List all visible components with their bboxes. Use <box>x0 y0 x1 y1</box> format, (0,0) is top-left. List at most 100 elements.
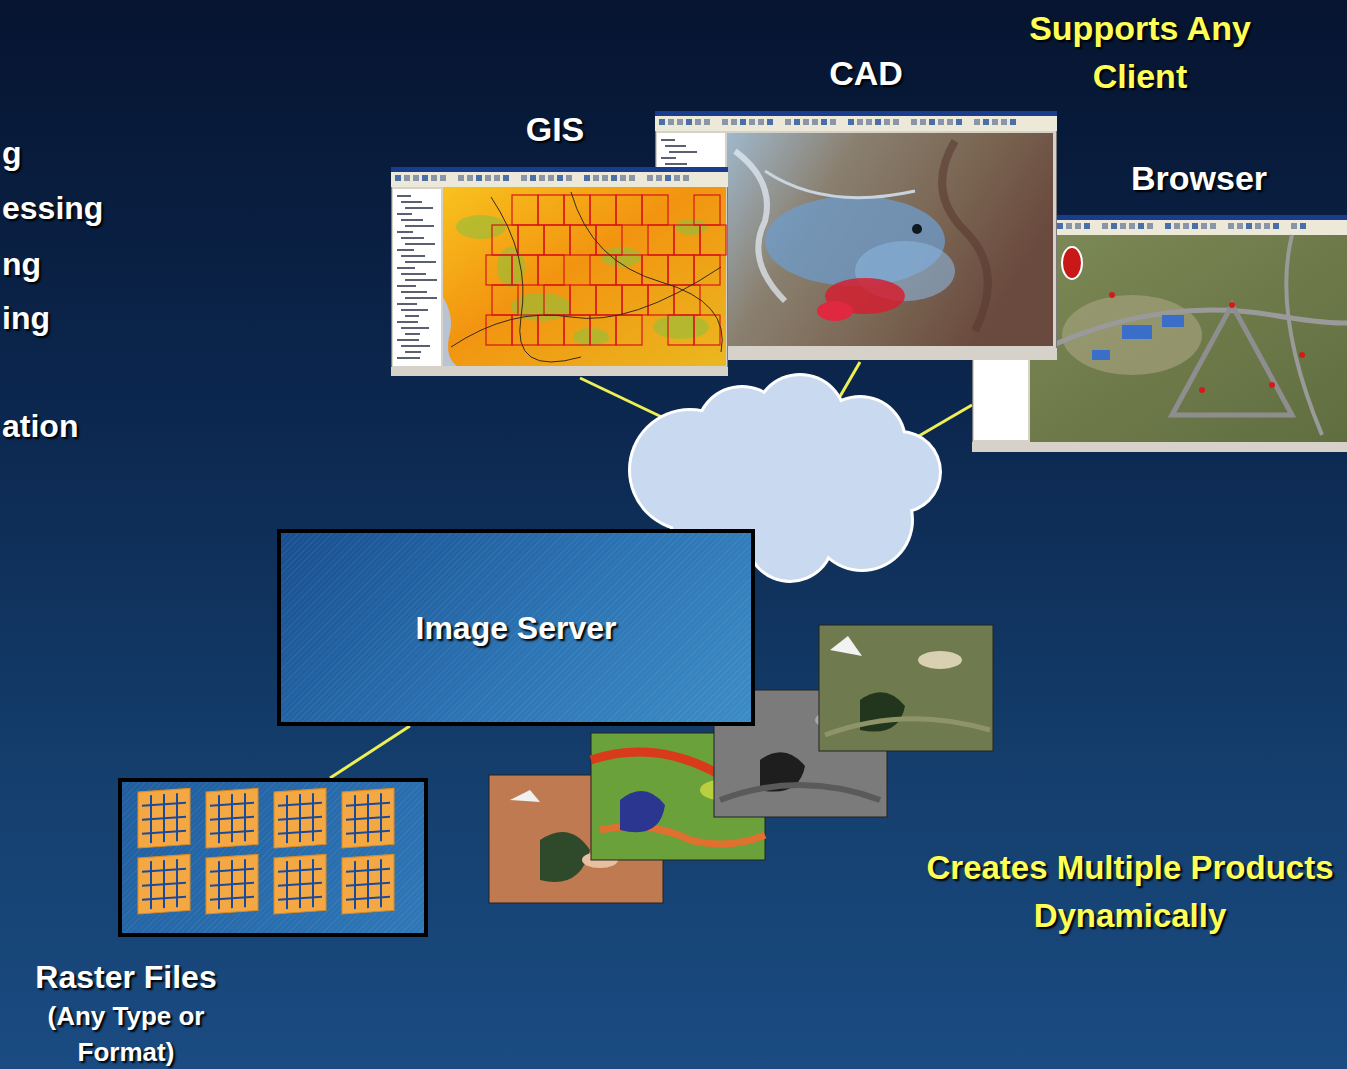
gis-screenshot <box>397 249 414 251</box>
raster-file-icons <box>278 897 322 900</box>
gis-screenshot <box>564 315 590 345</box>
raster-file-icons <box>122 782 424 933</box>
gis-screenshot <box>476 175 482 181</box>
raster-store: Raster Files(Any Type or Format) <box>118 778 428 937</box>
cad-screenshot <box>956 119 962 125</box>
gis-screenshot <box>397 195 411 197</box>
bullet-fragment: ing <box>2 298 82 338</box>
client-heading: GIS <box>405 109 705 149</box>
cad-screenshot <box>665 145 686 147</box>
browser-screenshot <box>1192 223 1198 229</box>
cad-screenshot <box>727 133 1053 346</box>
browser-screenshot <box>982 249 1003 251</box>
label-holder: Supports Any Client <box>1025 4 1255 100</box>
gis-screenshot <box>648 285 674 315</box>
cad-screenshot <box>992 119 998 125</box>
gis-screenshot <box>548 175 554 181</box>
gis-screenshot <box>440 175 446 181</box>
product-tile <box>819 625 993 751</box>
browser-screenshot <box>1273 223 1279 229</box>
cad-screenshot <box>659 119 665 125</box>
client-heading: Browser <box>1049 158 1347 198</box>
gis-screenshot <box>653 315 709 339</box>
cad-screenshot <box>656 112 1057 360</box>
browser-screenshot <box>972 215 1347 220</box>
cad-screenshot <box>722 119 728 125</box>
server-name: Image Server <box>415 608 616 648</box>
browser-screenshot <box>1237 223 1243 229</box>
gis-screenshot <box>512 195 538 225</box>
browser-screenshot <box>994 223 1000 229</box>
gis-screenshot <box>492 225 518 255</box>
gis-screenshot <box>391 172 728 187</box>
gis-screenshot <box>602 175 608 181</box>
cad-screenshot <box>912 224 922 234</box>
cad-screenshot <box>686 119 692 125</box>
browser-screenshot <box>1021 223 1027 229</box>
gis-screenshot <box>590 255 616 285</box>
raster-file-icons <box>346 897 390 900</box>
browser-screenshot <box>1162 315 1184 327</box>
gis-screenshot <box>544 285 570 315</box>
product-tile <box>540 832 590 882</box>
gis-screenshot <box>674 225 700 255</box>
raster-file-icons <box>176 859 178 907</box>
raster-file-icons <box>346 883 390 886</box>
browser-screenshot <box>978 261 993 263</box>
gis-screenshot <box>674 285 700 315</box>
network-cloud <box>713 413 847 547</box>
gis-screenshot <box>656 175 662 181</box>
cad-screenshot <box>749 119 755 125</box>
gis-screenshot <box>573 328 609 346</box>
gis-screenshot <box>584 175 590 181</box>
gis-screenshot <box>397 357 420 359</box>
gis-screenshot <box>648 225 674 255</box>
gis-screenshot <box>451 267 721 347</box>
browser-screenshot <box>1102 223 1108 229</box>
label-holder: ng <box>2 244 82 284</box>
text-holder: Raster Files <box>6 958 246 996</box>
raster-file-icons <box>342 788 394 848</box>
raster-file-icons <box>380 859 382 907</box>
raster-file-icons <box>274 854 326 914</box>
gis-window: GIS <box>391 167 728 376</box>
browser-screenshot <box>1246 223 1252 229</box>
gis-screenshot <box>397 231 413 233</box>
browser-screenshot <box>1062 247 1082 279</box>
gis-screenshot <box>391 167 728 376</box>
browser-screenshot <box>1066 223 1072 229</box>
gis-screenshot <box>518 225 544 255</box>
browser-screenshot <box>1165 223 1171 229</box>
storage-link <box>330 726 410 778</box>
browser-screenshot <box>1264 223 1270 229</box>
cad-screenshot <box>875 119 881 125</box>
raster-file-icons <box>206 854 258 914</box>
raster-file-icons <box>274 854 326 914</box>
gis-screenshot <box>486 315 512 345</box>
gis-screenshot <box>397 213 412 215</box>
gis-screenshot <box>539 175 545 181</box>
gis-screenshot <box>590 195 616 225</box>
gis-screenshot <box>401 201 422 203</box>
raster-file-icons <box>278 817 322 820</box>
gis-screenshot <box>401 255 425 257</box>
cad-screenshot <box>677 119 683 125</box>
browser-screenshot <box>1172 305 1292 415</box>
raster-file-icons <box>206 854 258 914</box>
browser-screenshot <box>1201 223 1207 229</box>
gis-screenshot <box>700 225 726 255</box>
gis-screenshot <box>401 237 424 239</box>
gis-screenshot <box>593 175 599 181</box>
gis-screenshot <box>668 255 694 285</box>
bullet-fragment: g <box>2 133 62 173</box>
cad-screenshot <box>731 119 737 125</box>
raster-file-icons <box>342 854 394 914</box>
gis-screenshot <box>521 175 527 181</box>
gis-screenshot <box>485 175 491 181</box>
gis-screenshot <box>397 321 418 323</box>
callout-label: Supports Any Client <box>1025 4 1255 100</box>
gis-screenshot <box>397 303 417 305</box>
gis-screenshot <box>405 351 421 353</box>
gis-screenshot <box>458 175 464 181</box>
gis-screenshot <box>511 293 571 321</box>
